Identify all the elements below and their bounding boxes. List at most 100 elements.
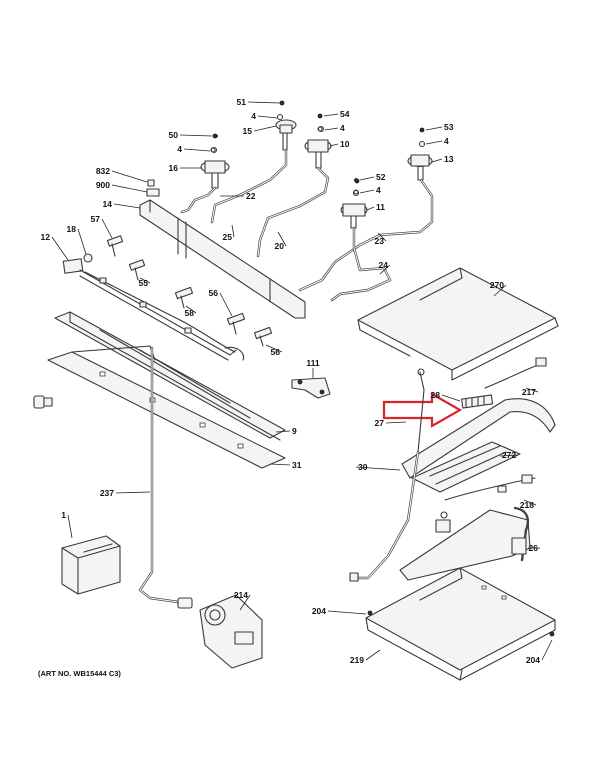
gas-tube-27[interactable] bbox=[349, 450, 420, 582]
leader-line bbox=[257, 115, 278, 119]
callout-31: 31 bbox=[292, 460, 302, 470]
callout-51: 51 bbox=[237, 97, 247, 107]
callout-12: 12 bbox=[41, 232, 51, 242]
leader-line bbox=[111, 170, 148, 183]
washer-18 bbox=[83, 253, 93, 263]
leader-line bbox=[525, 387, 539, 393]
callout-4d: 4 bbox=[444, 136, 449, 146]
bracket-900 bbox=[146, 188, 160, 197]
callout-219: 219 bbox=[350, 655, 364, 665]
leader-line bbox=[185, 305, 197, 314]
broil-shield-270[interactable] bbox=[357, 267, 559, 381]
callout-22: 22 bbox=[246, 191, 256, 201]
callout-204b: 204 bbox=[526, 655, 540, 665]
callout-832: 832 bbox=[96, 166, 110, 176]
leader-line bbox=[499, 454, 519, 457]
callout-272: 272 bbox=[502, 450, 516, 460]
leader-line bbox=[523, 499, 537, 506]
callout-28: 28 bbox=[431, 390, 441, 400]
leader-line bbox=[67, 514, 73, 539]
bake-burner-30[interactable] bbox=[401, 368, 556, 479]
leader-line bbox=[179, 134, 213, 137]
gas-tube-20[interactable] bbox=[256, 166, 330, 258]
callout-270: 270 bbox=[490, 280, 504, 290]
gas-tube-25[interactable] bbox=[210, 148, 288, 224]
burner-head-15[interactable] bbox=[275, 100, 297, 151]
leader-line bbox=[231, 224, 235, 238]
orifice-holder-56-lower[interactable] bbox=[253, 326, 273, 347]
callout-53: 53 bbox=[444, 122, 454, 132]
burner-head-13[interactable] bbox=[407, 127, 433, 181]
burner-head-16[interactable] bbox=[200, 133, 230, 189]
leader-line bbox=[379, 264, 391, 275]
burner-head-11[interactable] bbox=[340, 178, 368, 229]
callout-30: 30 bbox=[358, 462, 368, 472]
highlight-arrow bbox=[382, 392, 463, 428]
leader-line bbox=[139, 277, 151, 284]
bottom-shield-219[interactable] bbox=[365, 567, 556, 681]
leader-line bbox=[359, 176, 375, 181]
gas-manifold-14[interactable] bbox=[139, 199, 306, 319]
inlet-fitting bbox=[33, 395, 53, 409]
leader-line bbox=[115, 491, 151, 494]
callout-52: 52 bbox=[376, 172, 386, 182]
callout-11: 11 bbox=[376, 202, 385, 212]
callout-56b: 56 bbox=[271, 347, 281, 357]
gas-tube-24[interactable] bbox=[330, 226, 392, 302]
orifice-holder-55[interactable] bbox=[128, 259, 146, 281]
orifice-holder-56-upper[interactable] bbox=[226, 312, 246, 335]
bracket-111[interactable] bbox=[291, 377, 331, 399]
leader-line bbox=[323, 113, 339, 117]
leader-line bbox=[101, 218, 113, 239]
pressure-regulator-214[interactable] bbox=[177, 594, 263, 669]
orifice-holder-58[interactable] bbox=[174, 286, 194, 309]
leader-line bbox=[277, 231, 287, 247]
gas-supply-tube-237[interactable] bbox=[138, 346, 180, 604]
heat-shield-31[interactable] bbox=[47, 345, 286, 469]
callout-18: 18 bbox=[67, 224, 77, 234]
wire-harness-218[interactable] bbox=[444, 474, 536, 501]
leader-line bbox=[355, 466, 401, 471]
leader-line bbox=[377, 232, 387, 242]
burner-box-9[interactable] bbox=[54, 311, 286, 441]
leader-line bbox=[366, 206, 375, 211]
leader-line bbox=[425, 126, 443, 131]
leader-line bbox=[327, 610, 367, 615]
leader-line bbox=[113, 203, 141, 209]
callout-23: 23 bbox=[375, 236, 385, 246]
leader-line bbox=[239, 594, 251, 611]
broil-burner-272[interactable] bbox=[411, 441, 521, 493]
callout-237: 237 bbox=[100, 488, 114, 498]
igniter-28[interactable] bbox=[461, 394, 494, 409]
callout-15: 15 bbox=[243, 126, 253, 136]
callout-217: 217 bbox=[522, 387, 536, 397]
leader-line bbox=[253, 125, 277, 132]
callout-50: 50 bbox=[169, 130, 179, 140]
leader-line bbox=[183, 148, 211, 152]
leader-line bbox=[431, 158, 443, 163]
tube-bracket-26[interactable] bbox=[399, 506, 531, 581]
gas-tube-23[interactable] bbox=[298, 178, 434, 292]
callout-25: 25 bbox=[223, 232, 233, 242]
callout-10: 10 bbox=[340, 139, 350, 149]
gas-tube-22[interactable] bbox=[180, 186, 217, 214]
leader-line bbox=[275, 430, 291, 433]
spark-module-12[interactable] bbox=[62, 258, 245, 361]
callout-16: 16 bbox=[169, 163, 179, 173]
callout-4b: 4 bbox=[340, 123, 345, 133]
burner-head-10[interactable] bbox=[304, 113, 332, 169]
callout-58: 58 bbox=[185, 308, 195, 318]
callout-55: 55 bbox=[139, 278, 149, 288]
leader-line bbox=[365, 649, 381, 661]
callout-4a: 4 bbox=[251, 111, 256, 121]
orifice-holder-57[interactable] bbox=[106, 235, 124, 257]
screw-204-left bbox=[367, 610, 373, 616]
wire-harness-217[interactable] bbox=[484, 357, 547, 389]
callout-57: 57 bbox=[91, 214, 101, 224]
callout-4c: 4 bbox=[177, 144, 182, 154]
callout-13: 13 bbox=[444, 154, 454, 164]
parts-box-1 bbox=[61, 535, 121, 595]
callout-27: 27 bbox=[375, 418, 385, 428]
